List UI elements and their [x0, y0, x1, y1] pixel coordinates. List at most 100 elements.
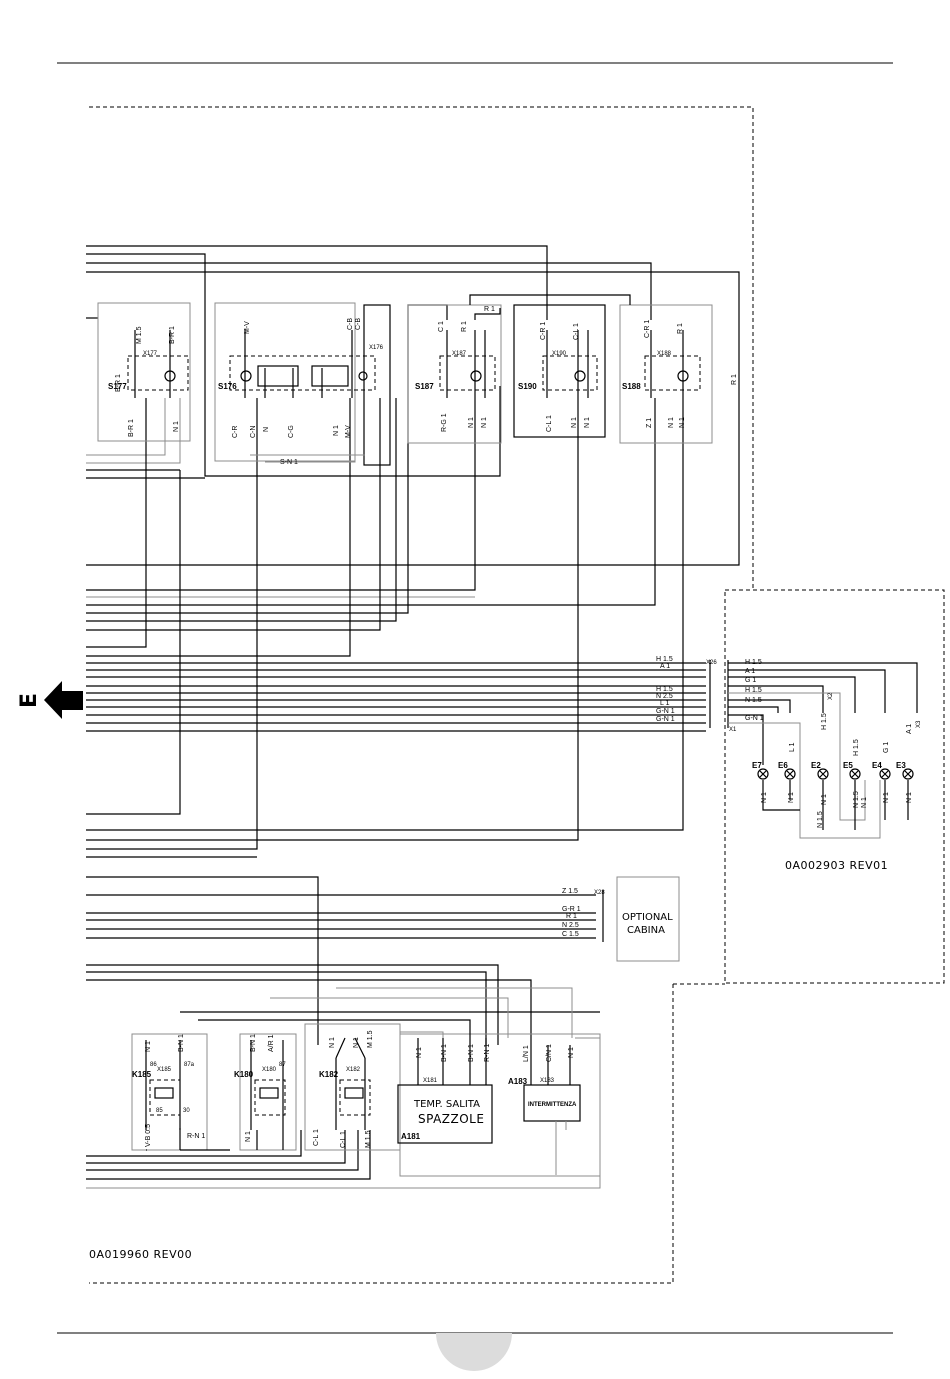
- switch-s177-wire-bottom-1: B-R 1: [128, 419, 135, 437]
- timer-line1: TEMP. SALITA: [413, 1099, 480, 1110]
- optional-label-1: Z 1.5: [562, 888, 578, 895]
- switch-s187-wire-top-1: C 1: [438, 321, 445, 332]
- switch-s188-conn: X188: [657, 351, 672, 357]
- optional-box-line1: OPTIONAL: [622, 912, 673, 923]
- switch-s177-wire-top-2: B-R 1: [169, 326, 176, 344]
- optional-label-3: R 1: [566, 913, 577, 920]
- lamp-e4-top: G 1: [883, 742, 890, 753]
- switch-s187-wire-top-2: R 1: [461, 321, 468, 332]
- timer-top-2: B-N 1: [441, 1044, 448, 1062]
- x26-right-3: G 1: [745, 677, 756, 684]
- relay-k185-id: K185: [132, 1070, 152, 1079]
- optional-label-4: N 2.5: [562, 922, 579, 929]
- switch-s190-id: S190: [518, 382, 537, 391]
- flasher-top-1: L/N 1: [523, 1045, 530, 1062]
- lamp-e2-top: H 1.5: [821, 713, 828, 730]
- switch-s176-conn: X176: [369, 345, 384, 351]
- x1-pin-name: X1: [729, 727, 737, 733]
- x26-right-6: G-N 1: [745, 715, 764, 722]
- relay-k180-conn: X180: [262, 1067, 277, 1073]
- switch-s188-wire-bottom-2: N 1: [668, 417, 675, 428]
- switch-s190-wire-top-2: C-L 1: [573, 323, 580, 340]
- x26-right-5: N 1.5: [745, 697, 762, 704]
- lamp-e6-id: E6: [778, 761, 788, 770]
- lamp-e7-bottom: N 1: [761, 792, 768, 803]
- switch-s188-wire-top-1: C-R 1: [644, 320, 651, 338]
- flasher-top-3: N 1: [568, 1047, 575, 1058]
- relay-k182-top-3: M 1.5: [367, 1030, 374, 1048]
- lamp-e6-top: L 1: [789, 742, 796, 752]
- relay-k182-top-2: N 1: [353, 1037, 360, 1048]
- flasher-id: A183: [508, 1077, 528, 1086]
- lamp-e5-bottom: N 1.5: [853, 791, 860, 808]
- x26-right-2: A 1: [745, 668, 755, 675]
- relay-k180-bottom-1: N 1: [245, 1131, 252, 1142]
- lamp-connector: X26 H 1.5 A 1 H 1.5 N 2.5 L 1 G-N 1 G-N …: [656, 656, 922, 872]
- switch-s176-id: S176: [218, 382, 237, 391]
- switch-s177-side: B-R 1: [115, 374, 122, 392]
- lamp-extra-1: N 1.5: [817, 811, 824, 828]
- switch-s190-wire-top-1: C-R 1: [540, 322, 547, 340]
- timer-a181: TEMP. SALITA SPAZZOLE A181 X181 N 1 B-N …: [397, 1038, 493, 1144]
- timer-top-4: R-N 1: [484, 1044, 491, 1062]
- relay-k182-id: K182: [319, 1070, 339, 1079]
- lamp-e5-top: H 1.5: [853, 739, 860, 756]
- harness-lines: [86, 245, 740, 1189]
- lamp-extra-2: N 1: [861, 797, 868, 808]
- switch-s176-wire-bottom-6: M-V: [345, 425, 352, 438]
- relay-pin-30: 30: [183, 1108, 190, 1114]
- switch-s176-wire-bottom-4: C-G: [288, 425, 295, 438]
- switch-s176-wire-bottom-3: N: [263, 427, 270, 432]
- drawing-code-right: 0A002903 REV01: [785, 859, 888, 872]
- lamp-e6-bottom: N 1: [788, 792, 795, 803]
- timer-conn: X181: [423, 1078, 438, 1084]
- drawing-code-left: 0A019960 REV00: [89, 1248, 192, 1261]
- switch-s176-wire-top-2: C-B: [347, 318, 354, 330]
- optional-label-2: G-R 1: [562, 906, 581, 913]
- arrow-icon: [44, 681, 83, 719]
- relay-k180-id: K180: [234, 1070, 254, 1079]
- x26-right-1: H 1.5: [745, 659, 762, 666]
- x26-left-1: H 1.5: [656, 656, 673, 663]
- switch-s188-wire-bottom-3: N 1: [679, 417, 686, 428]
- relay-k182-bottom-1: C-L 1: [313, 1129, 320, 1146]
- optional-box-line2: CABINA: [627, 925, 665, 936]
- switch-s188-wire-top-2: R 1: [677, 323, 684, 334]
- switch-s187-wire-bottom-2: N 1: [468, 417, 475, 428]
- switch-s176-wire-bottom-1: C-R: [232, 426, 239, 438]
- switch-s187-conn: X187: [452, 351, 467, 357]
- relay-k182-bottom-3: M 1.5: [365, 1130, 372, 1148]
- main-frame: [89, 106, 754, 1284]
- lamp-frame: [724, 589, 945, 984]
- switch-s190-wire-bottom-2: N 1: [571, 417, 578, 428]
- switch-s176-wire-bottom-5: N 1: [333, 425, 340, 436]
- flasher-conn: X183: [540, 1078, 555, 1084]
- lamp-e3-bottom: N 1: [906, 792, 913, 803]
- x26-right-4: H 1.5: [745, 687, 762, 694]
- lamp-e3-top: A 1: [906, 724, 913, 734]
- flasher-label: INTERMITTENZA: [528, 1102, 577, 1108]
- optional-label-5: C 1.5: [562, 931, 579, 938]
- switch-s188-side: R 1: [731, 374, 738, 385]
- lamp-e3-id: E3: [896, 761, 906, 770]
- relay-block: K185 K180 K182 N 1 B-N 1 B-N 1 A/R 1 N 1…: [131, 987, 601, 1177]
- lamp-e4-bottom: N 1: [883, 792, 890, 803]
- x26-name: X26: [706, 660, 717, 666]
- switch-s187-id: S187: [415, 382, 434, 391]
- x26-left-5: L 1: [660, 700, 670, 707]
- relay-pin-85: 85: [156, 1108, 163, 1114]
- relay-k185-top-2: B-N 1: [178, 1034, 185, 1052]
- relay-k185-bottom-1: V-B 0.5: [145, 1124, 152, 1147]
- switch-s190-wire-bottom-3: N 1: [584, 417, 591, 428]
- lamp-e2-bottom: N 1: [821, 794, 828, 805]
- relay-k182-bottom-2: C-L 1: [340, 1131, 347, 1148]
- relay-pin-87a: 87a: [184, 1062, 195, 1068]
- switch-s188-wire-bottom-1: Z 1: [646, 418, 653, 428]
- timer-top-1: N 1: [416, 1047, 423, 1058]
- relay-k180-top-1: B-N 1: [250, 1034, 257, 1052]
- relay-pin-87: 87: [279, 1062, 286, 1068]
- switch-s177-wire-top-1: M 1.5: [136, 326, 143, 344]
- top-bus-label: R 1: [484, 306, 495, 313]
- arrow-label: E: [17, 692, 42, 708]
- x26-left-4: N 2.5: [656, 693, 673, 700]
